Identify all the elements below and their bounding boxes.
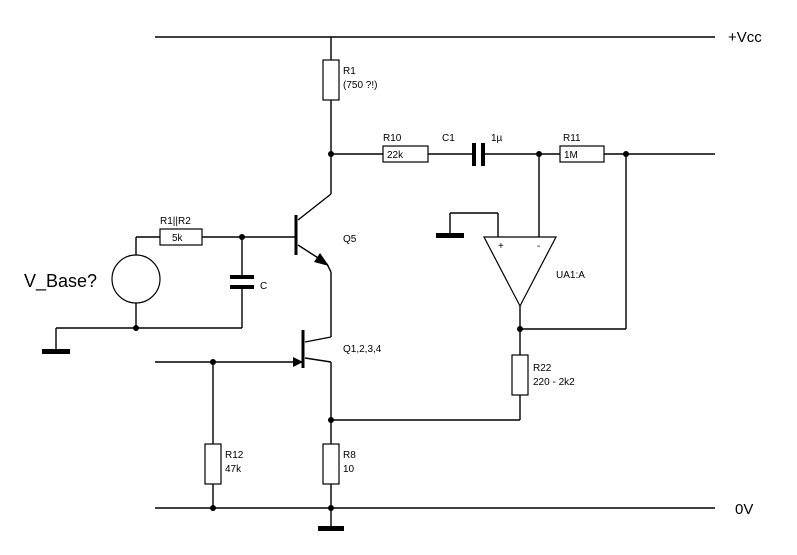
r1-name: R1 (343, 66, 356, 77)
node-source-bottom (133, 325, 139, 331)
c1-value: 1µ (491, 133, 503, 144)
r11-value: 1M (564, 150, 578, 161)
transistor-q5: Q5 (294, 154, 357, 337)
resistor-r8: R8 10 (322, 443, 356, 508)
r8-name: R8 (343, 450, 356, 461)
opamp-label: UA1:A (556, 270, 585, 281)
r22-value: 220 - 2k2 (533, 377, 575, 388)
q1234-arrow (293, 357, 303, 367)
r11-name: R11 (563, 133, 581, 144)
source-label: V_Base? (24, 271, 97, 292)
ground-left (42, 349, 70, 354)
node-r12-bottom (210, 505, 216, 511)
zero-label: 0V (735, 501, 753, 518)
ground-opamp (436, 233, 464, 238)
ground-bottom (318, 526, 344, 531)
q5-label: Q5 (343, 234, 357, 245)
r1-value: (750 ?!) (343, 80, 377, 91)
vcc-label: +Vcc (728, 29, 762, 46)
transistor-q1234: Q1,2,3,4 (301, 330, 382, 444)
voltage-source: V_Base? (24, 237, 161, 328)
r12-name: R12 (225, 450, 244, 461)
r10-value: 22k (387, 150, 404, 161)
c-base-name: C (260, 281, 267, 292)
resistor-r12: R12 47k (204, 362, 244, 508)
resistor-r10: R10 22k (382, 133, 429, 163)
r22-name: R22 (533, 363, 552, 374)
q1234-label: Q1,2,3,4 (343, 344, 382, 355)
resistor-r1: R1 (750 ?!) (322, 37, 377, 154)
opamp-plus: + (498, 241, 504, 252)
r-base-value: 5k (172, 233, 184, 244)
r10-name: R10 (383, 133, 402, 144)
resistor-r11: R11 1M (559, 133, 605, 163)
r8-value: 10 (343, 464, 355, 475)
opamp-minus: - (537, 241, 540, 252)
r12-value: 47k (225, 464, 242, 475)
resistor-r-base: R1||R2 5k (159, 216, 203, 246)
capacitor-c-base: C (230, 237, 267, 328)
opamp-ua1a: + - UA1:A (483, 236, 585, 308)
resistor-r22: R22 220 - 2k2 (511, 329, 575, 420)
r-base-name: R1||R2 (160, 216, 191, 227)
capacitor-c1: C1 1µ (442, 133, 503, 166)
c1-name: C1 (442, 133, 455, 144)
